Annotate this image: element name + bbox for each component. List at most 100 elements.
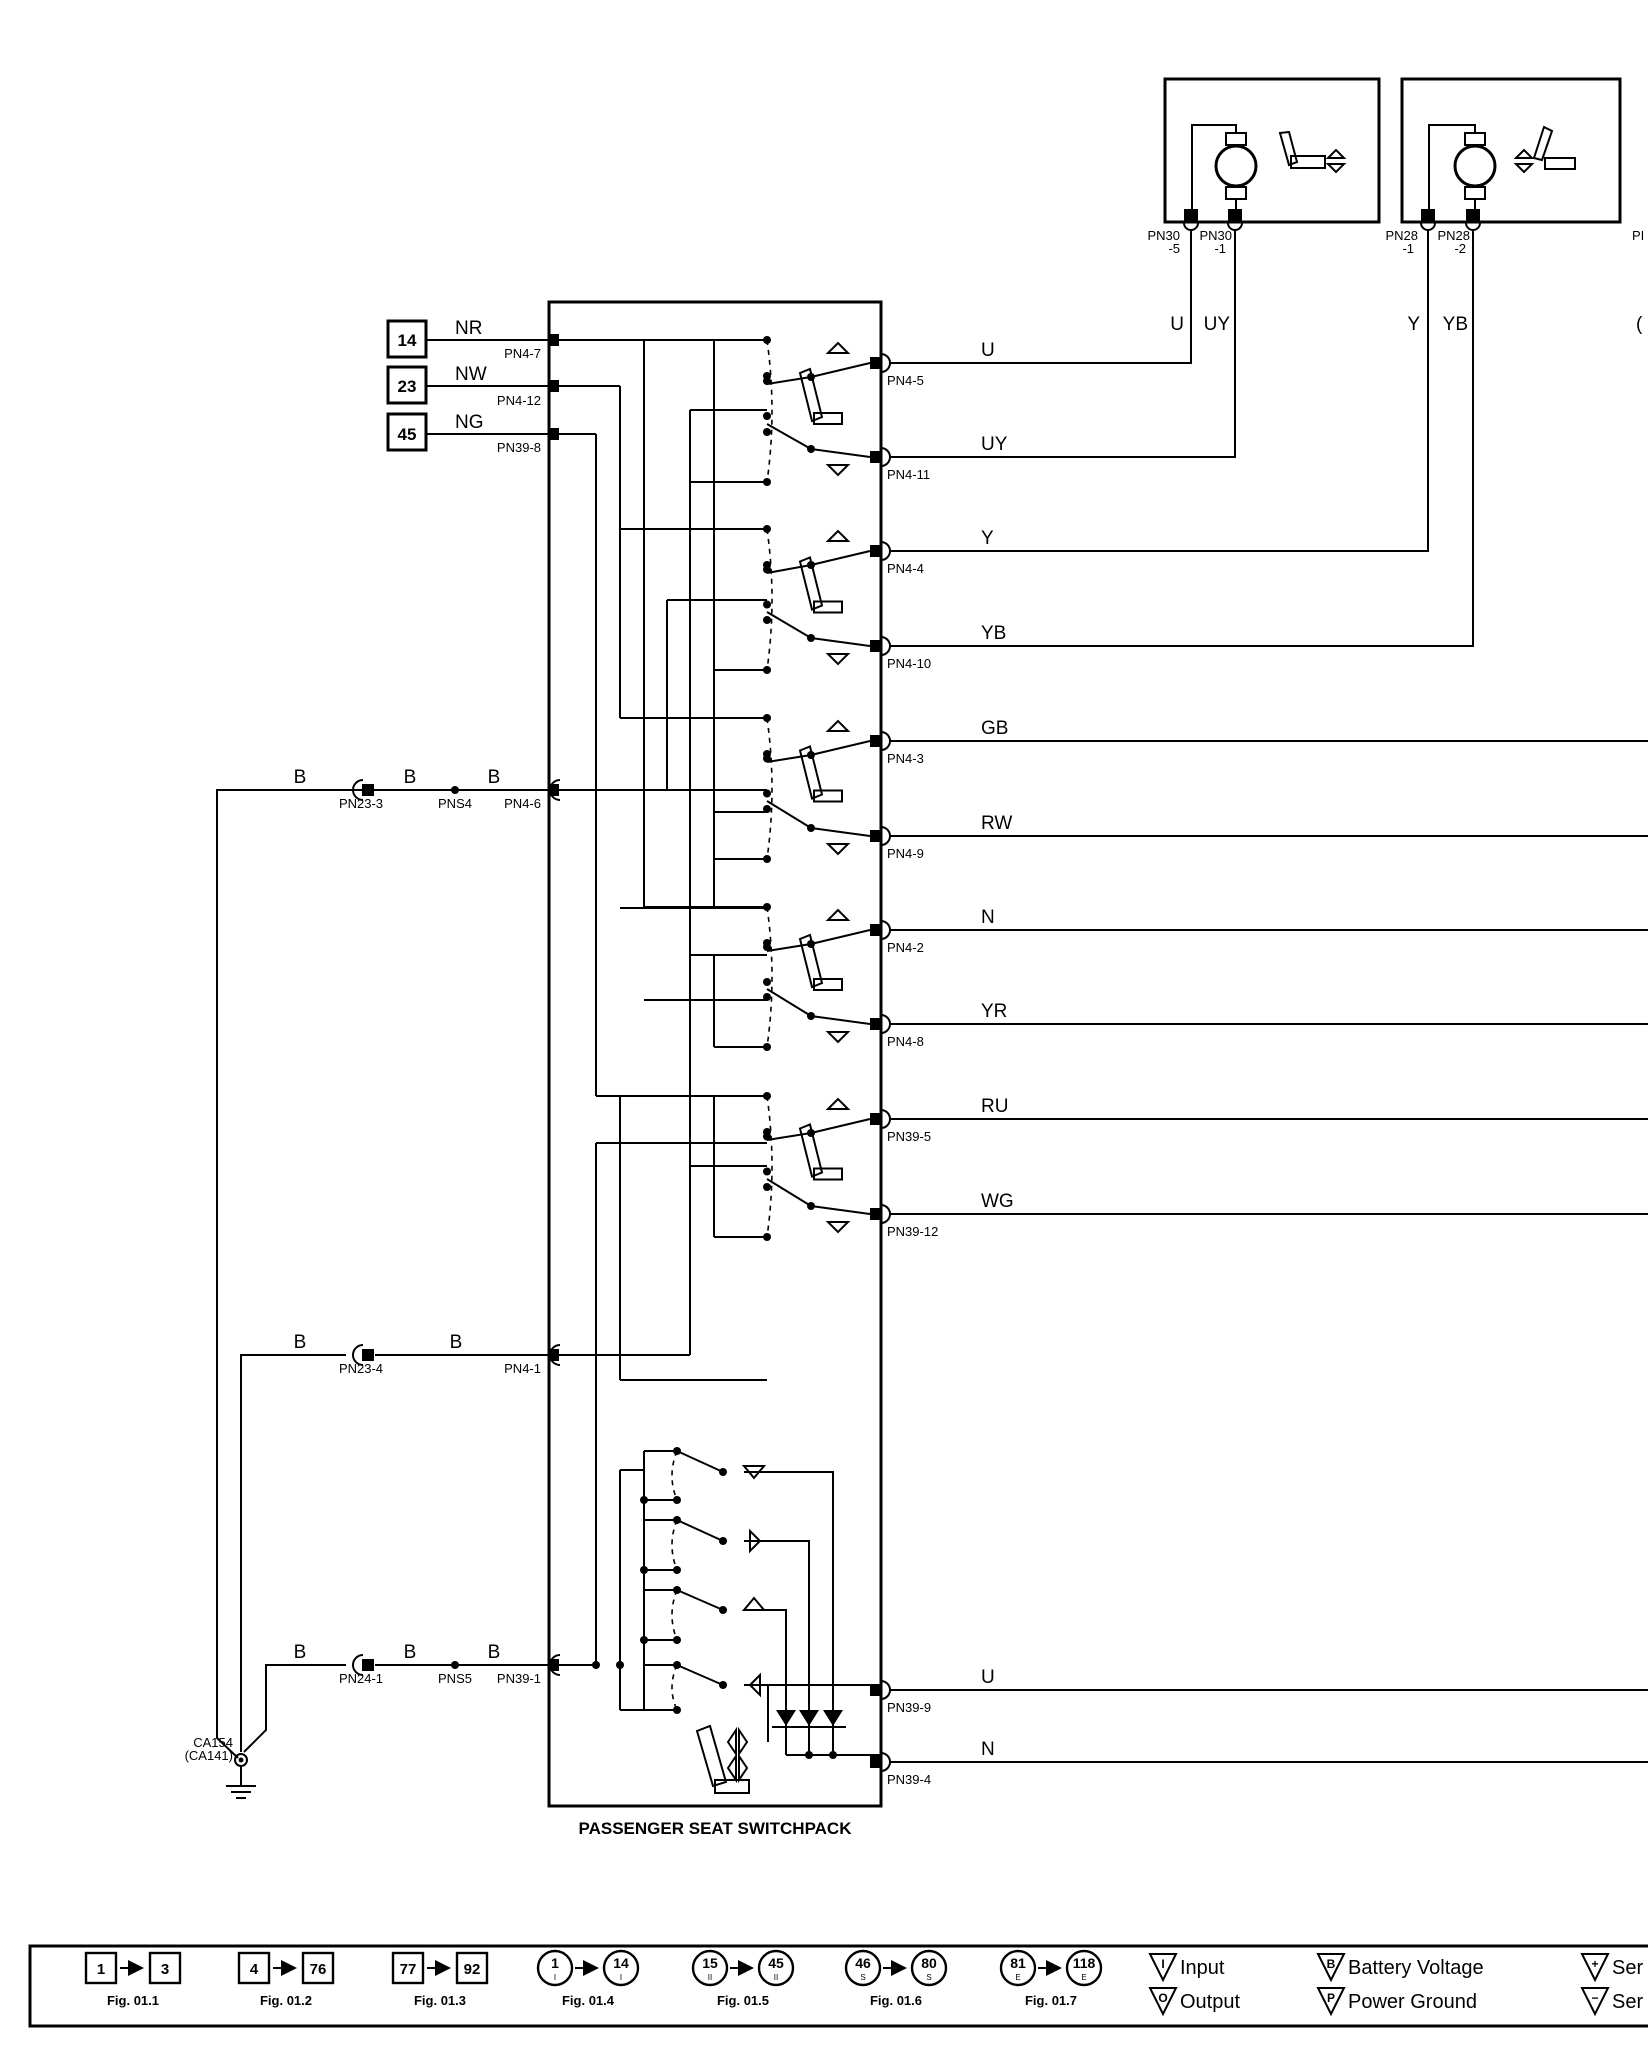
output-pin-label: PN4-3 (887, 751, 924, 766)
svg-text:PNS5: PNS5 (438, 1671, 472, 1686)
svg-text:PN4-1: PN4-1 (504, 1361, 541, 1376)
svg-text:E: E (1081, 1973, 1086, 1982)
svg-text:Ser: Ser (1612, 1957, 1643, 1979)
feed-wire-label: NG (455, 412, 484, 433)
svg-text:S: S (860, 1973, 865, 1982)
svg-text:+: + (1591, 1957, 1598, 1971)
svg-text:II: II (774, 1973, 778, 1982)
svg-text:B: B (488, 1642, 501, 1663)
feed-ref-14: 14 (398, 331, 417, 350)
svg-text:Fig. 01.6: Fig. 01.6 (870, 1993, 922, 2008)
svg-text:PN28: PN28 (1437, 228, 1470, 243)
svg-text:14: 14 (613, 1955, 629, 1971)
feed-ref-45: 45 (398, 425, 417, 444)
svg-text:Fig. 01.2: Fig. 01.2 (260, 1993, 312, 2008)
svg-text:1: 1 (97, 1961, 105, 1978)
svg-text:PN28: PN28 (1385, 228, 1418, 243)
svg-text:-5: -5 (1168, 241, 1180, 256)
output-wire-label: GB (981, 718, 1008, 739)
switchpack-internal-wiring (558, 339, 767, 1711)
svg-text:PI: PI (1632, 228, 1644, 243)
ground-point-label: CA154 (193, 1735, 233, 1750)
svg-text:B: B (450, 1332, 463, 1353)
switchpack-box (547, 300, 883, 1808)
output-pin-label: PN4-5 (887, 373, 924, 388)
feed-pin-label: PN4-12 (497, 393, 541, 408)
svg-text:II: II (708, 1973, 712, 1982)
motor-feed-wires (892, 230, 1474, 647)
output-labels: UPN4-5UYPN4-11YPN4-4YBPN4-10GBPN4-3RWPN4… (887, 340, 1014, 1787)
feed-wire-label: NW (455, 364, 487, 385)
svg-text:1: 1 (551, 1955, 559, 1971)
svg-text:77: 77 (400, 1961, 417, 1978)
motor-1 (1163, 77, 1381, 224)
svg-text:B: B (294, 767, 307, 788)
output-pin-label: PN4-9 (887, 846, 924, 861)
feed-pin-label: PN4-7 (504, 346, 541, 361)
motor-pins (1183, 209, 1481, 231)
svg-text:PNS4: PNS4 (438, 796, 472, 811)
svg-text:PN23-3: PN23-3 (339, 796, 383, 811)
svg-text:Y: Y (1407, 314, 1420, 335)
svg-text:YB: YB (1443, 314, 1468, 335)
svg-text:Output: Output (1180, 1991, 1240, 2013)
svg-text:81: 81 (1010, 1955, 1026, 1971)
svg-text:B: B (404, 767, 417, 788)
diagram-labels: 14 23 45 NR NW NG PN4-7 PN4-12 PN39-8 PN… (185, 228, 1645, 1838)
svg-text:-2: -2 (1454, 241, 1466, 256)
svg-text:B: B (488, 767, 501, 788)
svg-text:U: U (1170, 314, 1184, 335)
svg-text:I: I (1161, 1957, 1164, 1971)
output-wire-label: WG (981, 1191, 1014, 1212)
svg-text:Input: Input (1180, 1957, 1225, 1979)
svg-text:(: ( (1636, 314, 1643, 335)
svg-text:3: 3 (161, 1961, 169, 1978)
svg-text:PN30: PN30 (1147, 228, 1180, 243)
lower-switch-outputs (695, 1471, 881, 1794)
legend-symbol: B Battery Voltage (1316, 1953, 1484, 1983)
switchpack-title: PASSENGER SEAT SWITCHPACK (579, 1819, 853, 1838)
svg-text:76: 76 (310, 1961, 327, 1978)
svg-text:PN39-1: PN39-1 (497, 1671, 541, 1686)
output-pin-label: PN4-2 (887, 940, 924, 955)
feed-box-45 (386, 412, 428, 452)
output-wire-label: UY (981, 434, 1008, 455)
output-pin-label: PN4-11 (887, 467, 930, 482)
svg-text:Ser: Ser (1612, 1991, 1643, 2013)
svg-text:80: 80 (921, 1955, 937, 1971)
output-pin-label: PN4-4 (887, 561, 924, 576)
svg-text:Battery Voltage: Battery Voltage (1348, 1957, 1484, 1979)
output-wire-label: YB (981, 623, 1006, 644)
svg-text:Power Ground: Power Ground (1348, 1991, 1477, 2013)
svg-text:PN23-4: PN23-4 (339, 1361, 383, 1376)
svg-text:PN24-1: PN24-1 (339, 1671, 383, 1686)
output-pin-label: PN39-5 (887, 1129, 931, 1144)
legend-symbol: I Input (1148, 1953, 1225, 1983)
svg-text:46: 46 (855, 1955, 871, 1971)
svg-text:B: B (1327, 1957, 1336, 1971)
output-wire-label: U (981, 340, 995, 361)
output-pin-label: PN39-4 (887, 1772, 931, 1787)
output-wire-label: N (981, 907, 995, 928)
svg-text:45: 45 (768, 1955, 784, 1971)
svg-text:B: B (404, 1642, 417, 1663)
svg-text:P: P (1327, 1991, 1335, 2005)
svg-text:Fig. 01.5: Fig. 01.5 (717, 1993, 769, 2008)
svg-text:E: E (1015, 1973, 1020, 1982)
output-wire-label: YR (981, 1001, 1007, 1022)
svg-text:UY: UY (1204, 314, 1231, 335)
svg-text:Fig. 01.3: Fig. 01.3 (414, 1993, 466, 2008)
output-wire-label: U (981, 1667, 995, 1688)
feed-wire-label: NR (455, 318, 482, 339)
svg-text:I: I (620, 1973, 622, 1982)
ground-point-alt-label: (CA141) (185, 1748, 233, 1763)
svg-text:I: I (554, 1973, 556, 1982)
